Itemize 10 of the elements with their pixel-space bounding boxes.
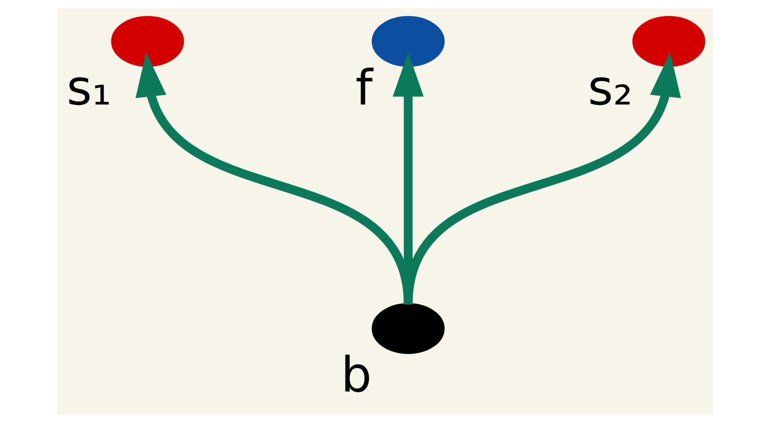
- node-label: s₂: [588, 60, 633, 117]
- node-label: f: [355, 60, 373, 117]
- node-circle: [372, 16, 445, 67]
- node-circle: [111, 16, 184, 67]
- node-circle: [632, 16, 706, 67]
- node-label: b: [340, 348, 372, 404]
- node-circle: [372, 303, 445, 354]
- arrow: [404, 52, 681, 305]
- node-label: s₁: [66, 60, 112, 117]
- arrow: [136, 52, 413, 305]
